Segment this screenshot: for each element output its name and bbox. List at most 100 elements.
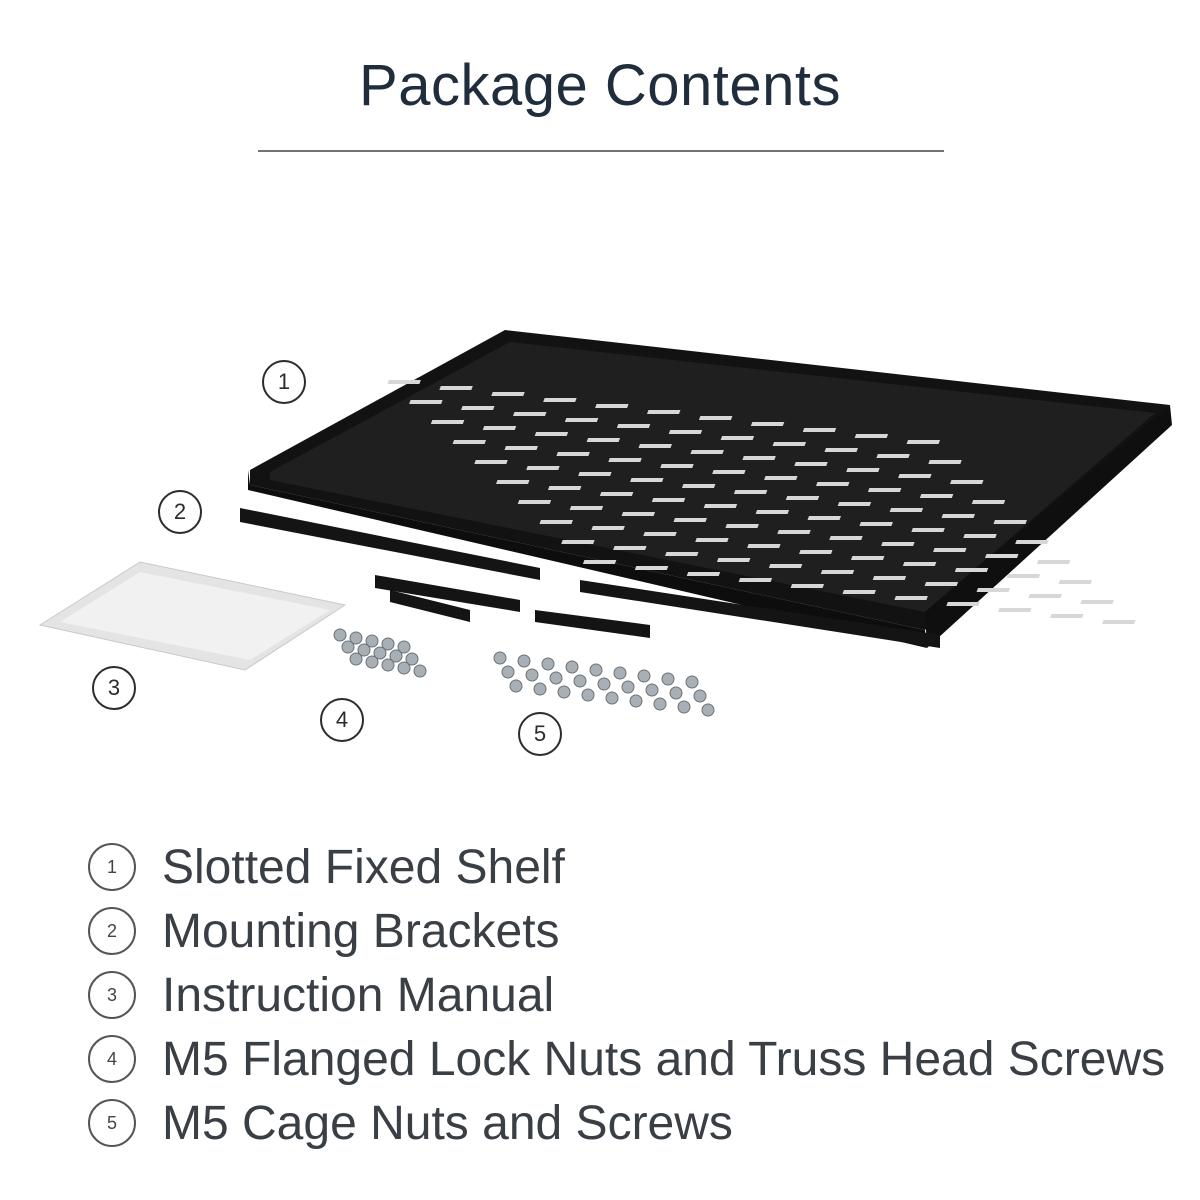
contents-legend: 1 Slotted Fixed Shelf 2 Mounting Bracket… [88, 835, 1168, 1155]
shelf-slot [668, 430, 703, 434]
shelf-slot [452, 440, 487, 444]
shelf-slot [599, 492, 634, 496]
shelf-slot [504, 446, 538, 450]
screw [597, 677, 611, 691]
shelf-slot [859, 522, 893, 526]
shelf-slot [881, 542, 915, 546]
screw [621, 680, 635, 694]
shelf-slot [963, 534, 997, 538]
shelf-slot [1102, 620, 1136, 624]
shelf-slot [902, 562, 937, 566]
shelf-slot [747, 544, 781, 548]
title-divider [258, 150, 944, 152]
shelf-slot [777, 530, 811, 534]
shelf-slot [1050, 614, 1084, 618]
shelf-slot [556, 452, 590, 456]
shelf-slot [919, 494, 954, 498]
shelf-slot [906, 440, 941, 444]
screw [517, 654, 531, 668]
shelf-slot [474, 460, 508, 464]
screw [581, 688, 595, 702]
screw [381, 637, 395, 651]
screw [701, 703, 715, 717]
screw [413, 664, 427, 678]
shelf-slot [673, 518, 707, 522]
screw [381, 658, 395, 672]
shelf-slot [750, 422, 785, 426]
callout-2: 2 [158, 490, 202, 534]
screw [397, 640, 411, 654]
shelf-slot [889, 508, 924, 512]
screw [541, 657, 555, 671]
shelf-slot [816, 482, 850, 486]
shelf-slot [854, 434, 889, 438]
shelf-slot [954, 568, 989, 572]
slotted-shelf-illustration [248, 330, 1172, 648]
legend-label: Slotted Fixed Shelf [162, 840, 565, 894]
screws-group-4 [333, 628, 427, 678]
shelf-slot [716, 558, 751, 562]
screw [669, 686, 683, 700]
shelf-slot [539, 520, 573, 524]
callout-4: 4 [320, 698, 364, 742]
shelf-slot [738, 578, 773, 582]
shelf-slot [686, 572, 721, 576]
shelf-slot [846, 468, 880, 472]
contents-drawing [38, 330, 1172, 717]
screw [677, 700, 691, 714]
callout-3: 3 [92, 666, 136, 710]
shelf-slot [928, 460, 962, 464]
shelf-slot [665, 552, 699, 556]
shelf-slot [586, 438, 621, 442]
shelf-slot [698, 416, 733, 420]
shelf-slot [894, 596, 928, 600]
shelf-slot [564, 418, 599, 422]
shelf-slot [634, 566, 669, 570]
legend-label: Mounting Brackets [162, 904, 560, 958]
shelf-slot [1058, 580, 1093, 584]
screw [349, 652, 363, 666]
screw [533, 682, 547, 696]
screws-group-5 [493, 651, 715, 717]
screw [557, 685, 571, 699]
shelf-slot [1006, 574, 1041, 578]
shelf-slot [898, 474, 932, 478]
screw [653, 697, 667, 711]
legend-item-3: 3 Instruction Manual [88, 963, 1168, 1027]
shelf-slot [824, 448, 858, 452]
screw [549, 671, 563, 685]
shelf-slot [911, 528, 945, 532]
shelf-slot [924, 582, 959, 586]
shelf-slot [785, 496, 820, 500]
shelf-slot [837, 502, 872, 506]
shelf-slot [984, 554, 1019, 558]
shelf-slot [608, 458, 642, 462]
shelf-slot [768, 564, 803, 568]
shelf-slot [630, 478, 664, 482]
shelf-slot [660, 464, 694, 468]
legend-number-badge: 3 [88, 971, 136, 1019]
shelf-slot [543, 398, 577, 402]
screw [389, 649, 403, 663]
legend-label: M5 Flanged Lock Nuts and Truss Head Scre… [162, 1032, 1166, 1086]
screw [405, 652, 419, 666]
legend-item-5: 5 M5 Cage Nuts and Screws [88, 1091, 1168, 1155]
shelf-slot [850, 556, 885, 560]
shelf-slot [595, 404, 629, 408]
legend-number-badge: 4 [88, 1035, 136, 1083]
shelf-slot [933, 548, 967, 552]
shelf-slot [876, 454, 910, 458]
shelf-slot [439, 386, 473, 390]
shelf-slot [872, 576, 907, 580]
shelf-slot [772, 442, 807, 446]
shelf-slot [409, 400, 443, 404]
shelf-slot [950, 480, 984, 484]
screw [365, 655, 379, 669]
shelf-slot [764, 476, 798, 480]
shelf-slot [1028, 594, 1062, 598]
shelf-slot [582, 560, 617, 564]
legend-number-badge: 5 [88, 1099, 136, 1147]
screw [333, 628, 347, 642]
shelf-slot [725, 524, 759, 528]
shelf-slot [703, 504, 738, 508]
